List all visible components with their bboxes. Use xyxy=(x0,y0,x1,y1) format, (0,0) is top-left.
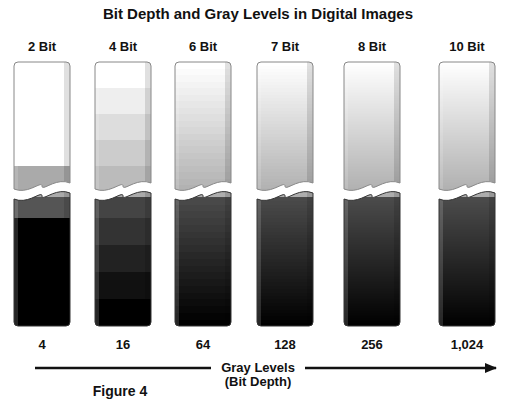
bar-outline xyxy=(344,192,400,326)
bar-outline xyxy=(175,62,231,190)
bar-outline xyxy=(257,192,313,326)
gray-bar xyxy=(343,56,401,332)
gray-bar xyxy=(256,56,314,332)
gray-bar xyxy=(13,56,71,332)
bar-outline xyxy=(257,62,313,190)
figure-caption: Figure 4 xyxy=(93,384,147,399)
gray-level-count: 128 xyxy=(274,338,296,352)
bar-outline xyxy=(14,192,70,326)
bar-outline xyxy=(175,192,231,326)
figure-title: Bit Depth and Gray Levels in Digital Ima… xyxy=(103,6,413,23)
gray-level-count: 1,024 xyxy=(451,338,484,352)
gray-level-count: 16 xyxy=(116,338,130,352)
bar-outline xyxy=(14,62,70,190)
bar-outline xyxy=(439,62,495,190)
bit-depth-header: 6 Bit xyxy=(189,40,217,54)
bit-depth-header: 2 Bit xyxy=(28,40,56,54)
bit-depth-header: 8 Bit xyxy=(358,40,386,54)
bit-depth-header: 7 Bit xyxy=(271,40,299,54)
gray-bar xyxy=(174,56,232,332)
bit-depth-header: 10 Bit xyxy=(449,40,484,54)
gray-bar xyxy=(438,56,496,332)
bar-outline xyxy=(344,62,400,190)
gray-bar xyxy=(94,56,152,332)
axis-label: Gray Levels (Bit Depth) xyxy=(211,361,305,390)
gray-level-count: 4 xyxy=(38,338,45,352)
gray-level-count: 64 xyxy=(196,338,210,352)
bit-depth-header: 4 Bit xyxy=(109,40,137,54)
bar-outline xyxy=(95,62,151,190)
gray-level-count: 256 xyxy=(361,338,383,352)
gray-level-bars xyxy=(13,56,496,332)
bar-outline xyxy=(439,192,495,326)
bar-outline xyxy=(95,192,151,326)
